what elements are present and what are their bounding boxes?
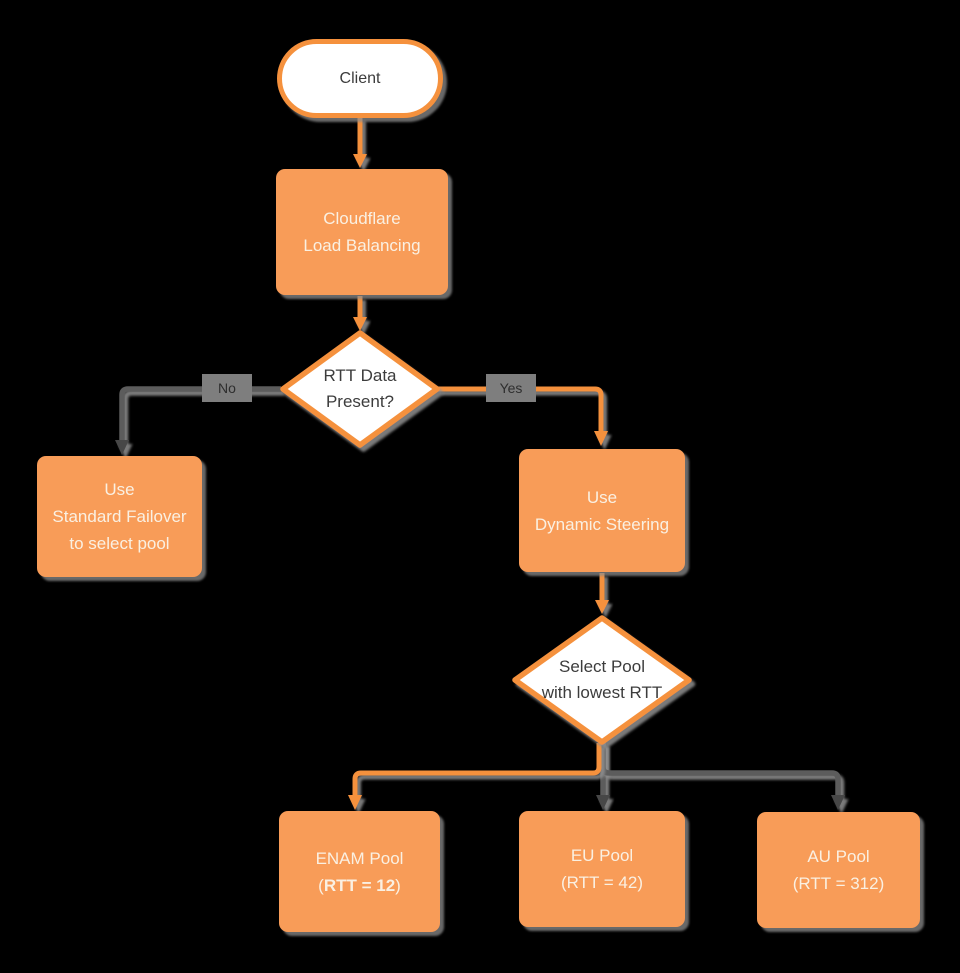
load-balancer-label-line1: Cloudflare — [323, 209, 401, 228]
enam-pool-title: ENAM Pool — [315, 848, 404, 868]
edge-dynamic-steering-to-pool-decision — [595, 573, 609, 614]
arrowhead-down-icon — [348, 795, 362, 810]
pool-decision-label: Select Pool with lowest RTT — [515, 648, 689, 712]
client-node: Client — [277, 39, 443, 118]
eu-pool-rtt: (RTT = 42) — [560, 873, 644, 892]
edge-label-yes: Yes — [486, 374, 536, 402]
arrowhead-down-icon — [353, 317, 367, 331]
rtt-decision-label: RTT Data Present? — [283, 357, 437, 421]
yes-label-text: Yes — [499, 380, 523, 396]
standard-failover-line1: Use — [104, 480, 135, 499]
load-balancer-node: Cloudflare Load Balancing — [276, 169, 448, 295]
arrowhead-down-icon — [594, 431, 608, 446]
edge-label-no: No — [202, 374, 252, 402]
no-label-text: No — [218, 380, 236, 396]
edge-yes-to-dynamic-steering — [438, 386, 608, 446]
edge-line — [352, 743, 602, 796]
standard-failover-node: Use Standard Failover to select pool — [37, 456, 202, 577]
arrowhead-down-icon — [115, 440, 129, 455]
eu-pool-title: EU Pool — [570, 846, 634, 865]
edge-client-to-loadbalancer — [353, 117, 367, 168]
enam-rtt-close-paren: ) — [395, 875, 401, 895]
au-pool-node: AU Pool (RTT = 312) — [757, 812, 920, 928]
enam-rtt-value: RTT = 12 — [323, 875, 396, 895]
rtt-decision-diamond — [280, 330, 440, 448]
standard-failover-line2: Standard Failover — [52, 507, 187, 526]
enam-pool-node: ENAM Pool (RTT = 12) — [279, 811, 440, 932]
edge-pool-decision-to-enam-pool — [348, 743, 602, 810]
edge-no-to-standard-failover — [115, 386, 281, 455]
pool-decision-line2: with lowest RTT — [541, 683, 663, 702]
dynamic-steering-line1: Use — [586, 487, 618, 507]
load-balancer-label-line2: Load Balancing — [303, 236, 421, 255]
dynamic-steering-line2: Dynamic Steering — [534, 514, 670, 534]
edge-line — [438, 386, 604, 432]
pool-decision-line1: Select Pool — [559, 657, 645, 676]
edge-pool-decision-to-au-pool — [600, 743, 845, 810]
arrowhead-down-icon — [831, 795, 845, 810]
arrowhead-down-icon — [353, 154, 367, 168]
edge-loadbalancer-to-rtt-decision — [353, 296, 367, 331]
au-pool-rtt: (RTT = 312) — [792, 874, 885, 893]
pool-decision-diamond — [512, 615, 692, 745]
enam-rtt-open-paren: ( — [318, 875, 324, 895]
enam-pool-rtt: (RTT = 12) — [318, 872, 401, 899]
arrowhead-down-icon — [595, 600, 609, 614]
eu-pool-node: EU Pool (RTT = 42) — [519, 811, 685, 927]
au-pool-title: AU Pool — [807, 847, 870, 866]
client-label: Client — [339, 69, 381, 87]
arrowhead-down-icon — [596, 795, 610, 810]
rtt-decision-line2: Present? — [325, 392, 395, 411]
edge-line — [119, 386, 281, 441]
rtt-decision-line1: RTT Data — [323, 366, 397, 385]
edge-line — [600, 743, 841, 796]
standard-failover-line3: to select pool — [69, 534, 170, 553]
dynamic-steering-node: Use Dynamic Steering — [519, 449, 685, 572]
